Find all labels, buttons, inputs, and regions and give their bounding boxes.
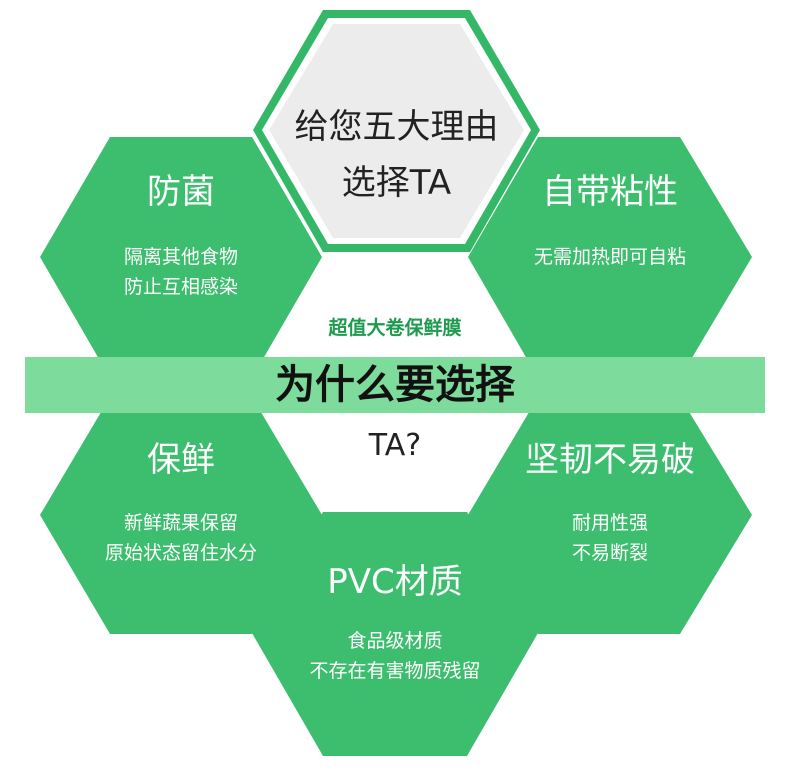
feature-title: 保鲜 (147, 440, 215, 480)
feature-fresh-keeping: 保鲜 新鲜蔬果保留 原始状态留住水分 (40, 440, 322, 568)
feature-desc-line2: 不易断裂 (571, 542, 648, 564)
band-suffix: TA? (368, 428, 422, 463)
center-title: 给您五大理由 选择TA (269, 103, 524, 207)
feature-desc-line1: 隔离其他食物 (123, 246, 238, 268)
feature-title: 坚韧不易破 (525, 440, 695, 480)
feature-desc-line1: 食品级材质 (347, 630, 443, 652)
feature-desc-line2: 防止互相感染 (123, 276, 238, 298)
center-title-line1: 给您五大理由 (294, 107, 499, 147)
feature-self-adhesive: 自带粘性 无需加热即可自粘 (468, 172, 752, 272)
hex-self-adhesive (468, 137, 752, 378)
feature-title: 自带粘性 (542, 172, 678, 212)
hex-fresh-keeping (40, 397, 322, 634)
feature-desc-line1: 无需加热即可自粘 (533, 246, 686, 268)
title-band: 为什么要选择 (25, 357, 765, 413)
center-title-line2: 选择TA (341, 163, 452, 203)
feature-desc-line1: 耐用性强 (571, 512, 648, 534)
feature-anti-bacteria: 防菌 隔离其他食物 防止互相感染 (40, 172, 322, 302)
feature-desc-line2: 不存在有害物质残留 (309, 660, 481, 682)
feature-tough: 坚韧不易破 耐用性强 不易断裂 (468, 440, 752, 568)
band-title: 为什么要选择 (275, 362, 515, 408)
feature-desc-line2: 原始状态留住水分 (104, 542, 257, 564)
feature-desc-line1: 新鲜蔬果保留 (123, 512, 238, 534)
feature-title: 防菌 (147, 172, 215, 212)
product-subtitle: 超值大卷保鲜膜 (328, 317, 462, 339)
center-hex (269, 24, 524, 238)
feature-title: PVC材质 (327, 562, 463, 602)
hex-pvc-material (252, 512, 538, 756)
hex-anti-bacteria (40, 137, 322, 378)
feature-pvc-material: PVC材质 食品级材质 不存在有害物质残留 (252, 562, 538, 686)
hex-tough (468, 397, 752, 634)
